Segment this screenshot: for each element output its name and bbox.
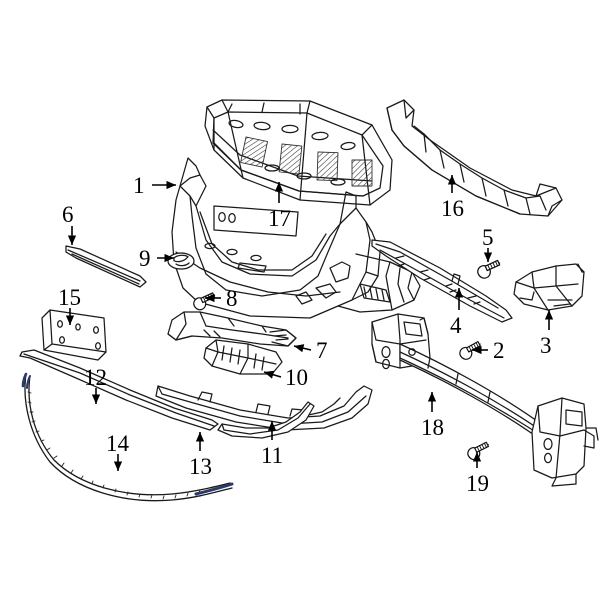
callout-number-19: 19 [466,471,489,496]
part-3-air-duct-deflector [513,263,585,311]
callout-number-9: 9 [139,246,151,271]
part-10-fog-lamp-grille [203,339,283,375]
callout-number-7: 7 [316,338,328,363]
callout-leader-10 [263,370,282,379]
part-11-lower-valance [155,385,373,431]
part-1-front-bumper-cover [171,157,421,319]
part-12-lower-molding-strip [19,349,219,431]
part-15-license-plate-bracket [41,309,107,361]
callout-number-1: 1 [133,173,145,198]
part-4-upper-grille-molding [371,239,513,323]
callout-number-5: 5 [482,225,494,250]
callout-number-12: 12 [84,365,107,390]
callout-number-15: 15 [58,285,81,310]
part-9-hyundai-emblem [167,252,195,270]
part-6-upper-trim-strip [65,245,147,288]
callout-number-10: 10 [285,365,308,390]
part-14-front-spoiler-lip [21,372,234,502]
callout-number-13: 13 [189,454,212,479]
callout-arrows [65,175,554,471]
part-7-fog-lamp-bracket [167,311,297,347]
callout-number-6: 6 [62,202,74,227]
part-19-bolt [465,437,490,464]
callout-number-8: 8 [226,286,238,311]
callout-leader-7 [293,344,312,353]
callout-number-11: 11 [261,443,284,468]
callout-number-16: 16 [441,196,464,221]
callout-number-18: 18 [421,415,444,440]
callout-number-17: 17 [268,206,291,231]
callout-number-14: 14 [106,431,129,456]
callout-number-2: 2 [493,338,505,363]
part-16-upper-impact-absorber [386,99,563,217]
part-17-radiator-upper-support [204,99,393,206]
callout-number-3: 3 [540,333,552,358]
part-18-bumper-reinforcement-beam [371,313,599,487]
callout-number-4: 4 [450,313,462,338]
